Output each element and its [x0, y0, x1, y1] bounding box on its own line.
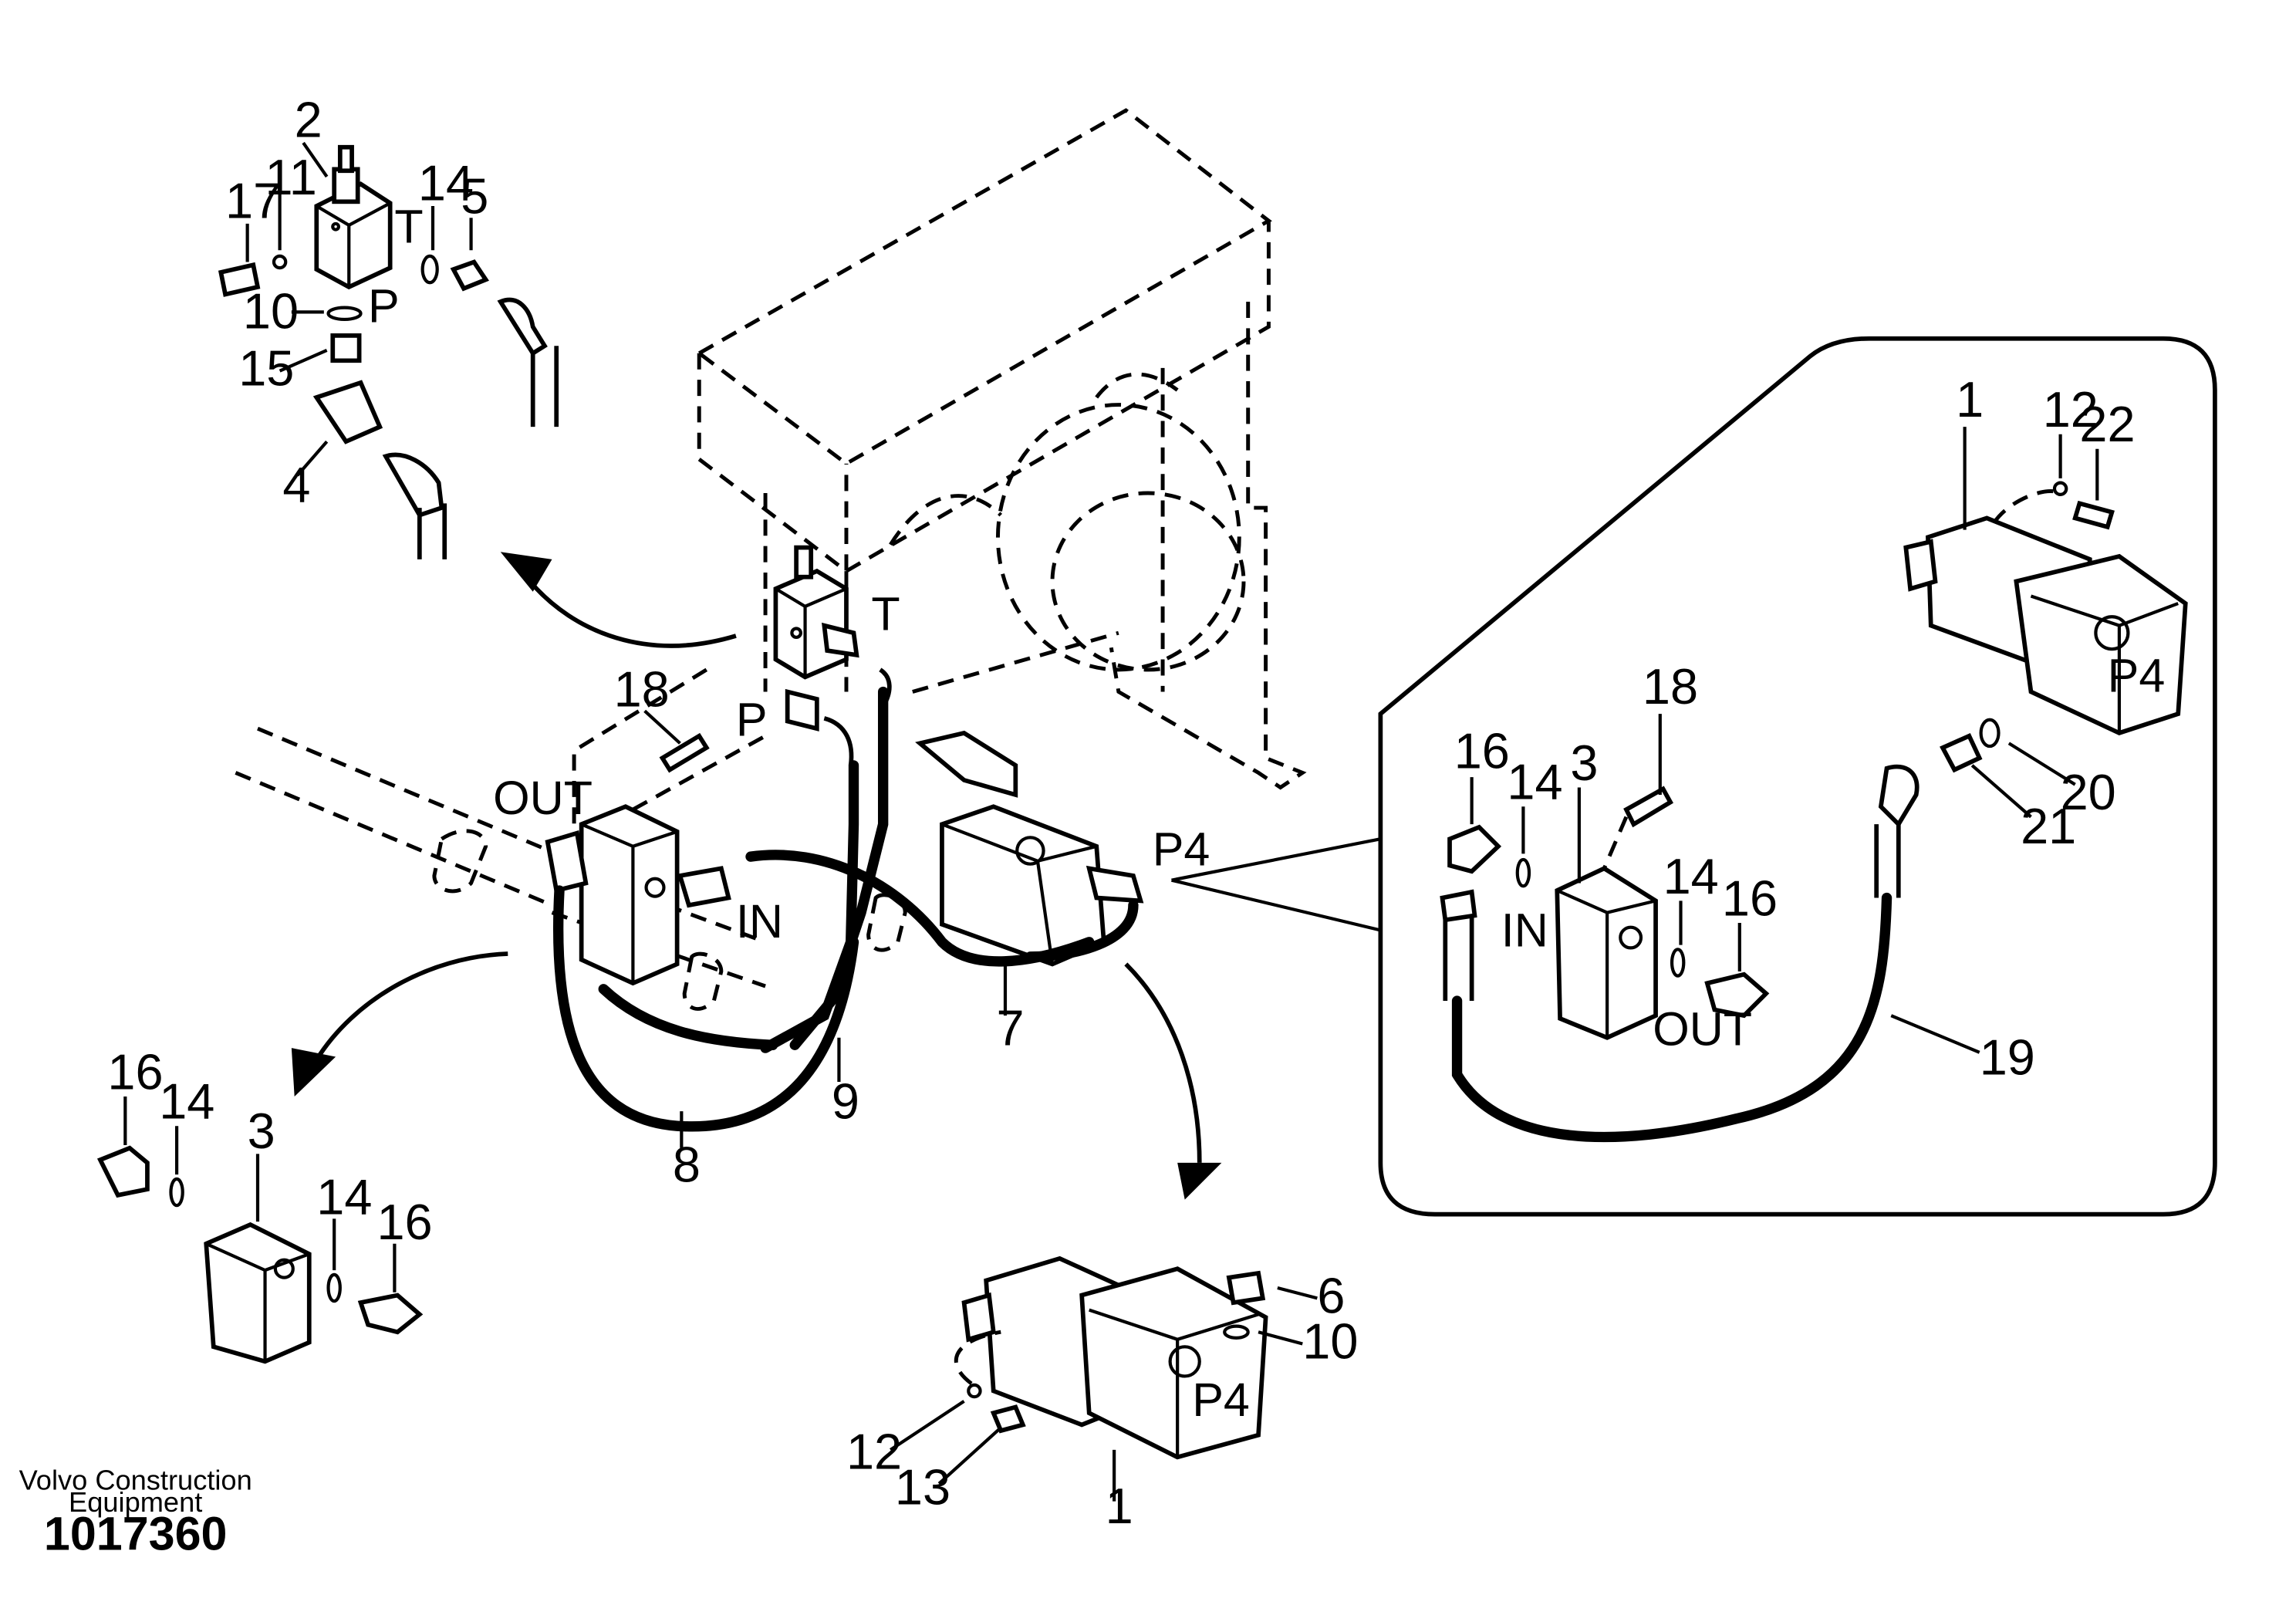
center-valve-block	[773, 545, 859, 732]
callout-bl-16a: 16	[107, 1044, 163, 1100]
callout-bl-3: 3	[248, 1103, 275, 1159]
center-bolt-18	[659, 732, 710, 773]
bottom-middle-pump-detail	[890, 1255, 1318, 1502]
callout-bm-1: 1	[1106, 1478, 1133, 1534]
callout-bl-14a: 14	[159, 1073, 214, 1130]
callout-c-8: 8	[673, 1137, 701, 1193]
callout-r-21: 21	[2021, 798, 2076, 854]
callout-r-14b: 14	[1663, 848, 1719, 904]
manufacturer-line1: Volvo Construction	[19, 1464, 252, 1495]
callout-r-12: 12	[2043, 381, 2098, 438]
callout-r-14a: 14	[1507, 754, 1562, 810]
callout-bm-10: 10	[1302, 1313, 1358, 1370]
bottom-left-filter-detail	[96, 1097, 424, 1364]
port-c-T: T	[871, 587, 900, 640]
center-pump	[915, 730, 1144, 967]
callout-tl-15: 15	[238, 340, 294, 397]
port-c-OUT: OUT	[493, 772, 593, 824]
callout-tl-5: 5	[461, 168, 488, 225]
callout-c-7: 7	[997, 999, 1025, 1056]
callout-tl-17: 17	[225, 172, 281, 228]
callout-numbers: 2 17 11 14 5 10 15 4 18 7 8 9 16 14 3 14…	[107, 91, 2135, 1534]
document-number: 1017360	[44, 1508, 228, 1560]
port-r-P4: P4	[2108, 649, 2166, 701]
callout-tl-14: 14	[418, 154, 474, 211]
port-c-P4: P4	[1153, 823, 1210, 876]
port-c-IN: IN	[736, 895, 783, 948]
callout-bm-13: 13	[895, 1458, 950, 1515]
port-r-IN: IN	[1501, 904, 1548, 956]
port-c-P: P	[736, 694, 768, 746]
center-filter	[545, 804, 731, 986]
curved-arrows	[291, 552, 1222, 1200]
callout-tl-10: 10	[243, 282, 299, 339]
callout-r-22: 22	[2079, 396, 2135, 452]
callout-tl-2: 2	[295, 91, 322, 147]
callout-r-18: 18	[1643, 658, 1698, 715]
top-left-valve-detail	[218, 141, 559, 559]
manufacturer-line2: Equipment	[69, 1486, 202, 1518]
center-hoses	[552, 667, 1139, 1132]
callout-bl-16b: 16	[377, 1194, 433, 1250]
callout-bm-6: 6	[1317, 1267, 1345, 1323]
port-bm-P4: P4	[1192, 1374, 1250, 1426]
callout-c-9: 9	[832, 1073, 859, 1130]
callout-bm-12: 12	[846, 1424, 902, 1480]
port-r-OUT: OUT	[1653, 1002, 1752, 1055]
callout-bl-14b: 14	[316, 1169, 372, 1225]
callout-tl-4: 4	[282, 456, 310, 512]
callout-r-16a: 16	[1454, 723, 1510, 779]
arrow-to-valve-detail	[500, 552, 552, 592]
port-labels: T P T P OUT IN P4 P4 P4 IN OUT	[368, 201, 2165, 1426]
callout-r-20: 20	[2061, 764, 2116, 820]
arrow-to-pump-detail	[1177, 1162, 1222, 1200]
callout-tl-11: 11	[265, 149, 317, 205]
right-detail-panel	[1378, 336, 2217, 1217]
callout-r-3: 3	[1570, 735, 1598, 791]
callout-r-1: 1	[1956, 371, 1984, 427]
callout-r-19: 19	[1980, 1029, 2035, 1085]
callout-r-16b: 16	[1722, 870, 1778, 926]
port-tl-P: P	[368, 280, 400, 333]
port-tl-T: T	[394, 201, 423, 253]
footer: Volvo Construction Equipment 1017360	[19, 1464, 252, 1559]
arrow-to-filter-detail	[291, 1048, 336, 1097]
center-leaders	[643, 709, 1381, 1148]
callout-c-18: 18	[614, 661, 670, 718]
